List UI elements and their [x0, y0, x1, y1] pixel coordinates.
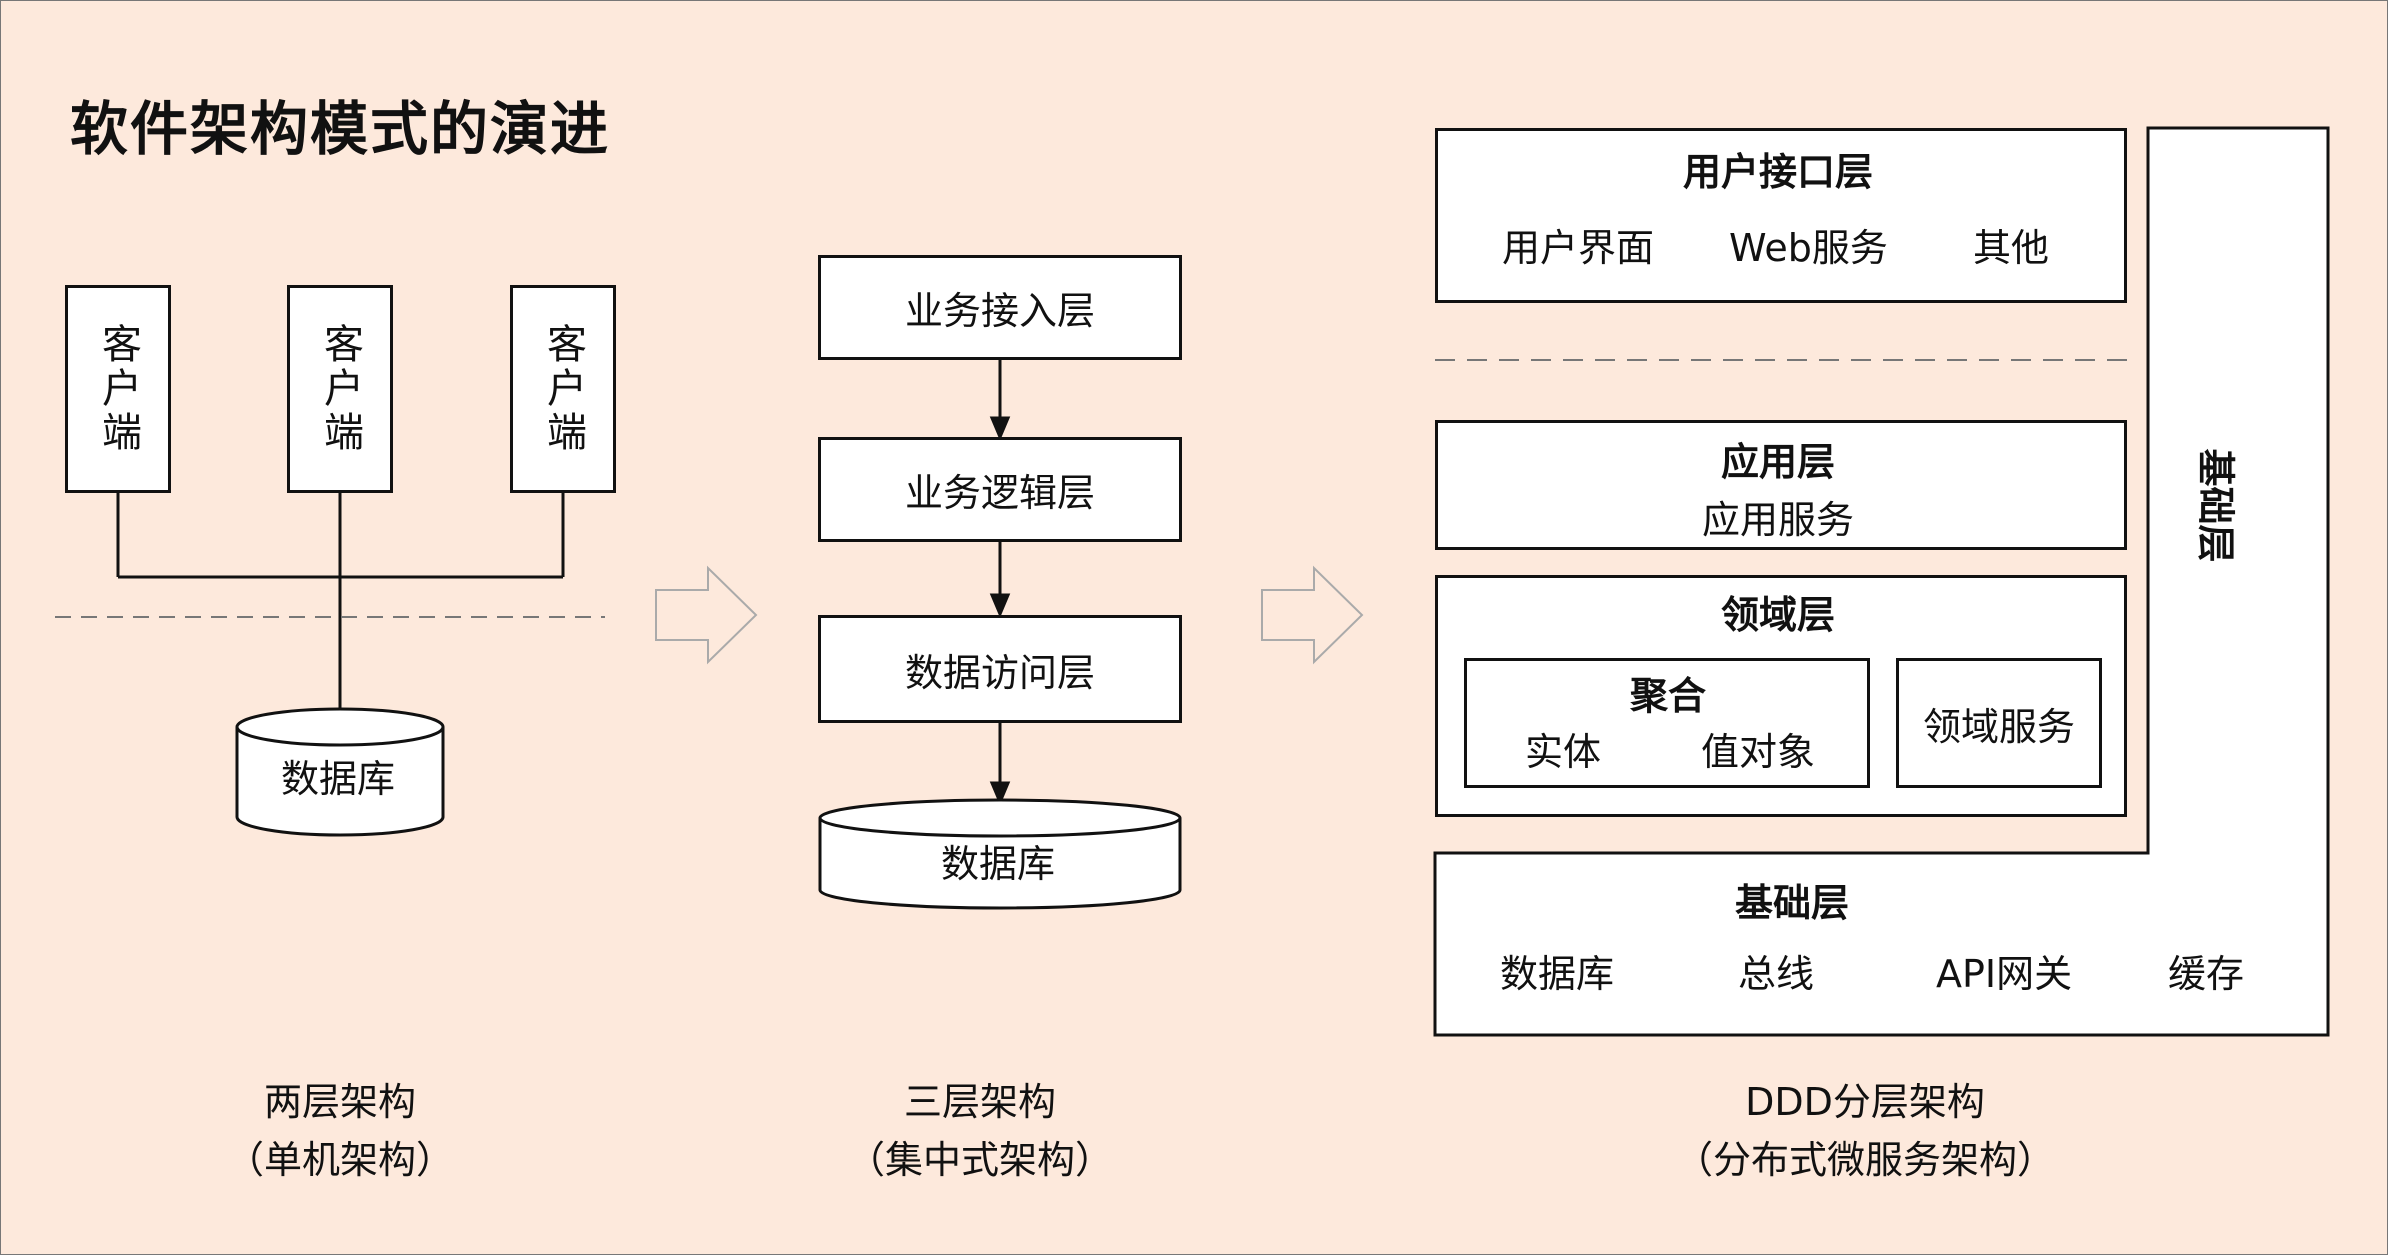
- caption-title: 三层架构: [903, 1080, 1056, 1124]
- caption-subtitle: （集中式架构）: [846, 1138, 1113, 1182]
- caption-subtitle: （单机架构）: [225, 1138, 454, 1182]
- layer-title: 领域层: [1721, 593, 1836, 637]
- caption-title: 两层架构: [263, 1080, 416, 1124]
- layer-title: 用户接口层: [1683, 150, 1874, 194]
- client-box-3: 客户端: [510, 285, 616, 493]
- application-layer: 应用层 应用服务: [1435, 420, 2127, 550]
- layer-label: 业务接入层: [904, 289, 1095, 333]
- layer-label: 业务逻辑层: [904, 471, 1095, 515]
- transition-arrow-1: [655, 565, 758, 665]
- infra-item-database: 数据库: [1500, 952, 1615, 996]
- three-tier-database-label: 数据库: [941, 842, 1056, 886]
- infra-item-cache: 缓存: [2168, 952, 2245, 996]
- client-label: 客户端: [317, 323, 363, 455]
- ui-item-web-service: Web服务: [1729, 226, 1888, 270]
- layer-label: 数据访问层: [904, 650, 1095, 695]
- business-logic-layer: 业务逻辑层: [818, 437, 1182, 542]
- data-access-layer: 数据访问层: [818, 615, 1182, 723]
- transition-arrow-2: [1261, 565, 1364, 665]
- domain-service-box: 领域服务: [1896, 658, 2102, 788]
- ui-item-user-interface: 用户界面: [1502, 226, 1655, 270]
- domain-service-label: 领域服务: [1922, 704, 2075, 749]
- client-label: 客户端: [95, 323, 141, 455]
- infra-item-api-gateway: API网关: [1936, 952, 2073, 996]
- domain-layer: 领域层 聚合 实体 值对象 领域服务: [1435, 575, 2127, 817]
- aggregate-item-entity: 实体: [1525, 730, 1602, 774]
- infrastructure-title: 基础层: [1735, 881, 1850, 925]
- aggregate-box: 聚合 实体 值对象: [1464, 658, 1870, 788]
- ddd-caption: DDD分层架构 （分布式微服务架构）: [1640, 1073, 2090, 1189]
- infra-item-bus: 总线: [1738, 952, 1815, 996]
- two-tier-caption: 两层架构 （单机架构）: [190, 1073, 490, 1189]
- user-interface-layer: 用户接口层 用户界面 Web服务 其他: [1435, 128, 2127, 303]
- two-tier-database-cylinder: [235, 707, 445, 837]
- application-service: 应用服务: [1702, 498, 1855, 542]
- client-box-2: 客户端: [287, 285, 393, 493]
- client-label: 客户端: [540, 323, 586, 455]
- infrastructure-side-label: 基础层: [2193, 448, 2238, 563]
- page-title: 软件架构模式的演进: [70, 95, 611, 163]
- caption-subtitle: （分布式微服务架构）: [1674, 1138, 2055, 1182]
- layer-title: 应用层: [1721, 440, 1836, 484]
- three-tier-database-cylinder: [818, 798, 1182, 910]
- client-box-1: 客户端: [65, 285, 171, 493]
- two-tier-database-label: 数据库: [281, 757, 396, 801]
- aggregate-item-value-object: 值对象: [1701, 730, 1816, 774]
- three-tier-caption: 三层架构 （集中式架构）: [830, 1073, 1130, 1189]
- two-tier-connectors: [116, 492, 565, 710]
- ddd-infrastructure-frame: [1433, 126, 2330, 1037]
- ui-item-other: 其他: [1973, 226, 2050, 270]
- business-access-layer: 业务接入层: [818, 255, 1182, 360]
- caption-title: DDD分层架构: [1745, 1080, 1985, 1124]
- three-tier-arrows: [989, 360, 1011, 806]
- aggregate-title: 聚合: [1630, 674, 1707, 718]
